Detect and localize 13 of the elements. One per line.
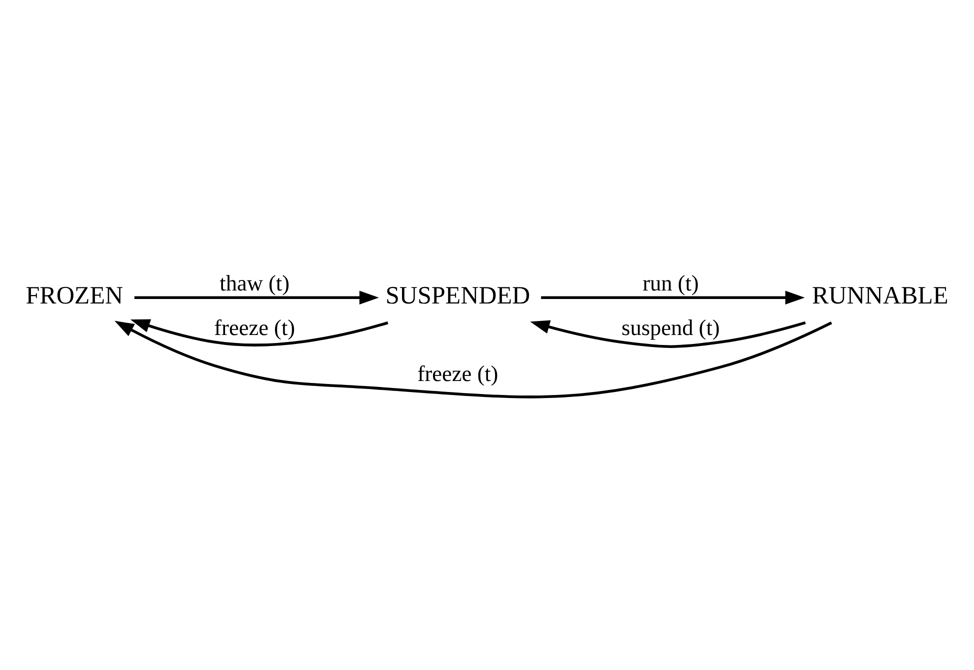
edge-label: suspend (t) — [622, 314, 720, 340]
arrow — [114, 320, 832, 398]
edge-label: freeze (t) — [214, 314, 296, 340]
edge-label: freeze (t) — [417, 360, 498, 386]
node-text: FROZEN — [26, 282, 124, 310]
node-text: RUNNABLE — [812, 282, 948, 310]
edge-label: run (t) — [642, 270, 699, 296]
arrow — [530, 320, 806, 348]
edge-label: thaw (t) — [220, 270, 290, 296]
node-text: SUSPENDED — [385, 282, 530, 310]
arrow — [130, 319, 388, 346]
arrow — [134, 290, 379, 304]
arrow — [541, 290, 805, 304]
